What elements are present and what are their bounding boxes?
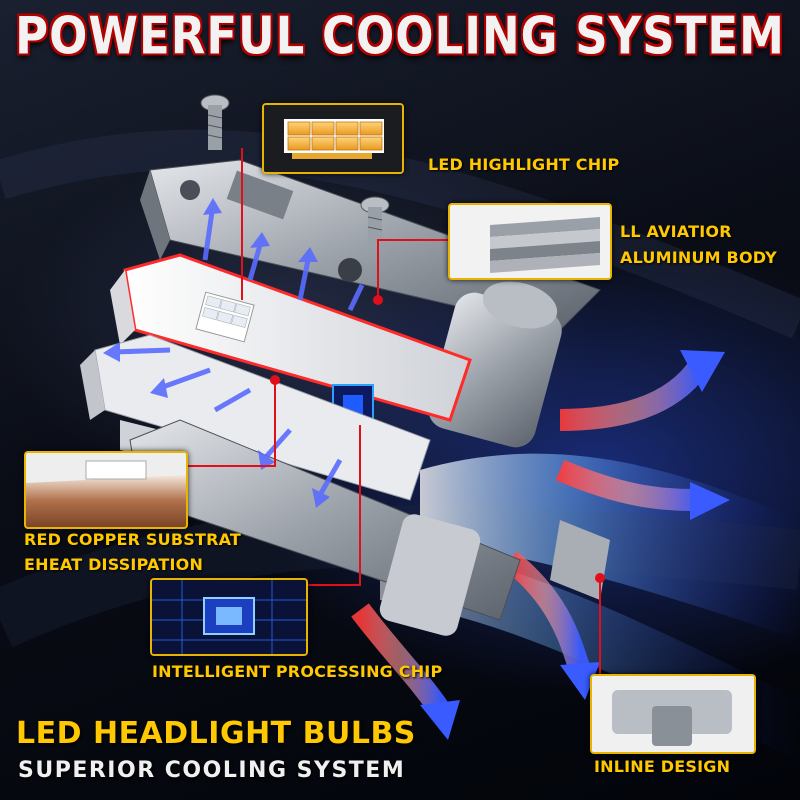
processing-chip-thumbnail [152, 580, 306, 654]
airflow-arrows [351, 350, 730, 740]
screw-left [200, 94, 230, 150]
footer-subheading: SUPERIOR COOLING SYSTEM [18, 758, 406, 783]
inline-design-callout-box [590, 674, 756, 754]
led-chip-label: LED HIGHLIGHT CHIP [428, 155, 620, 174]
page-title: POWERFUL COOLING SYSTEM [15, 4, 785, 66]
processing-chip-callout-box [150, 578, 308, 656]
inline-design-label: INLINE DESIGN [594, 757, 731, 776]
inline-design-thumbnail [592, 676, 754, 752]
footer-heading: LED HEADLIGHT BULBS [16, 716, 416, 751]
processing-chip-label: INTELLIGENT PROCESSING CHIP [152, 662, 443, 681]
heat-arrows [103, 198, 365, 508]
copper-substrate-label-line1: RED COPPER SUBSTRAT [24, 530, 242, 549]
screw-right [360, 196, 390, 249]
callout-pointers [185, 148, 605, 690]
aluminum-body-callout-box [448, 203, 612, 280]
copper-substrate-callout-box [24, 451, 188, 529]
aluminum-layers-thumbnail [450, 205, 610, 278]
aluminum-body-label-line1: LL AVIATIOR [620, 222, 732, 241]
led-chip-callout-box [262, 103, 404, 174]
copper-substrate-thumbnail [26, 453, 186, 527]
led-chip-thumbnail [264, 105, 402, 172]
aluminum-body-label-line2: ALUMINUM BODY [620, 248, 777, 267]
copper-substrate-label-line2: EHEAT DISSIPATION [24, 555, 204, 574]
